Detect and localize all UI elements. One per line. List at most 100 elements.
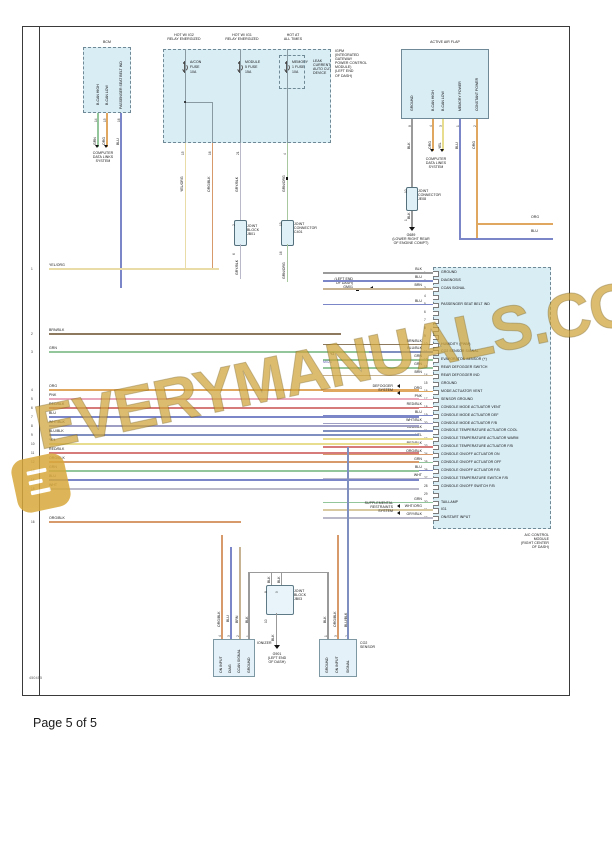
ac-pin-number: 6 (424, 310, 426, 315)
wire-jb03-out (276, 613, 278, 645)
ac-pin-tick (433, 350, 439, 356)
left-bus-wire (49, 268, 219, 270)
wire-label-jb03-blk1: BLK (267, 576, 271, 583)
wire-igpm-yelorg (184, 143, 187, 268)
c401-pin-out: 16 (279, 251, 283, 255)
c401-pin-in: 13 (279, 222, 283, 226)
ac-pin-number: 8 (424, 325, 426, 330)
ac-pin-label: CONSOLE ON/OFF ACTUATOR OFF (441, 460, 502, 464)
ac-pin-wire-color: BLU (415, 275, 422, 280)
ac-pin-wire (323, 414, 433, 416)
wire-label-bcm-org: ORG (102, 137, 106, 145)
ac-pin-wire (323, 280, 433, 282)
ac-pin-tick (433, 318, 439, 324)
ac-pin-label: CONSOLE TEMPERATURE ACTUATOR F/B (441, 444, 513, 449)
ac-pin-label: CONSOLE TEMPERATURE SWITCH F/B (441, 475, 508, 480)
ac-pin-wire-color: GRN (414, 354, 422, 359)
left-bus-wire (49, 398, 419, 400)
arrow-srs-1 (397, 504, 400, 508)
ac-pin-label: MODE ACTUATOR VENT (441, 388, 483, 393)
ac-pin-wire-color: BLU/BLK (407, 425, 422, 430)
page-footer: Page 5 of 5 (33, 716, 97, 730)
left-bus-wire (49, 416, 419, 418)
ac-pin-tick (433, 366, 439, 372)
arrow-defogger-2 (397, 391, 400, 395)
ac-pin-number: 9 (424, 333, 426, 338)
ac-pin-wire (323, 422, 433, 424)
left-bus-wire-label: GRN (49, 345, 57, 350)
frame-left-rule (39, 27, 40, 695)
wire-bcm-org (106, 113, 108, 147)
ac-pin-wire (323, 375, 433, 377)
ac-pin-wire-color: GRY/BLK (406, 512, 422, 517)
igpm-memory-subbox (279, 55, 305, 89)
ac-pin-number: 28 (424, 483, 428, 488)
jb03-pin-c: 10 (264, 619, 268, 623)
arrow-bcm-grn (95, 145, 99, 148)
left-bus-pin-number: 7 (31, 414, 33, 419)
wire-mem-power-h (459, 238, 553, 240)
ac-pin-label: TAILLAMP (441, 499, 459, 504)
ac-pin-label: CO2 SENSOR SIGNAL (441, 349, 479, 354)
ac-pin-wire-color: BRN/BLK (406, 338, 422, 343)
left-bus-pin-number: 15 (31, 486, 35, 491)
arrow-aaf-org (430, 149, 434, 152)
co2-sensor-title: CO2 SENSOR (360, 641, 376, 650)
fuse-module5-name: MODULE (245, 60, 261, 64)
ac-pin-wire-color: BLU (415, 464, 422, 469)
wire-label-right-org: ORG (531, 215, 540, 219)
ac-pin-wire-color: BLU (415, 409, 422, 414)
ac-pin-label: IG1 (441, 507, 447, 512)
left-bus-wire-label: ORG/BLK (49, 515, 65, 520)
wire-aaf-blu (459, 119, 461, 239)
bcm-pin-label-seatbelt: PASSENGER SEAT BELT IND (119, 61, 123, 109)
jb03-pin-a: 8 (264, 591, 268, 593)
wire-aaf-blk (411, 119, 413, 227)
ac-pin-tick (433, 445, 439, 451)
ac-pin-tick (433, 429, 439, 435)
wire-bcm-grn (97, 113, 99, 147)
left-bus-pin-number: 12 (31, 459, 35, 464)
wire-aaf-yel (442, 119, 444, 151)
ac-pin-wire-color: GRN (414, 496, 422, 501)
left-bus-wire-label: BRN/BLK (49, 327, 65, 332)
left-bus-wire (49, 351, 369, 353)
ac-pin-wire-color: RED/BLK (406, 401, 422, 406)
ac-pin-label: CONSOLE MODE ACTUATOR DEF (441, 412, 499, 417)
aaf-pin-label-constant-power: CONSTANT POWER (475, 77, 479, 111)
wire-co2-orgblk (337, 535, 339, 639)
ac-pin-label: CONSOLE TEMPERATURE ACTUATOR WARM (441, 436, 519, 441)
ionizer-pin-label-ccan: CCAN SIGNAL (237, 649, 241, 673)
ac-pin-label: HUMIDITY (PWM) (441, 341, 471, 346)
ac-pin-wire (323, 351, 433, 353)
ac-pin-wire-color: PNK (414, 393, 422, 398)
left-bus-wire (49, 452, 419, 454)
wire-label-right-blu: BLU (531, 229, 538, 233)
left-bus-wire-label: BLU (49, 473, 56, 478)
ac-pin-wire-color: RED/BLK (378, 441, 422, 445)
left-bus-pin-number: 2 (31, 331, 33, 336)
wire-const-power-h (476, 223, 553, 225)
arrow-defogger-1 (397, 384, 400, 388)
ac-pin-wire (323, 454, 433, 456)
wire-aaf-org2 (476, 119, 478, 239)
wire-label-aaf-blk: BLK (407, 142, 411, 149)
splice-dot-igpm (183, 101, 186, 104)
bcm-pin-label-bcan-low: B-CAN LOW (105, 85, 109, 105)
ac-control-module-label: A/C CONTROL MODULE (RIGHT CENTER OF DASH… (520, 533, 549, 550)
left-bus-wire-label: YEL/ORG (49, 262, 65, 267)
ionizer-pin-label-diag: DIAG (228, 664, 232, 673)
aaf-pin-label-bcan-low: B-CAN LOW (441, 91, 445, 111)
left-bus-pin-number: 10 (31, 441, 35, 446)
left-bus-pin-number: 6 (31, 405, 33, 410)
wire-label-aaf-yel: YEL (438, 142, 442, 149)
ac-pin-label: GROUND (441, 270, 457, 275)
jb03-pin-b: 9 (275, 591, 279, 593)
left-bus-pin-number: 3 (31, 349, 33, 354)
wire-igpm-grnorg (286, 143, 289, 220)
ac-pin-tick (433, 358, 439, 364)
ac-pin-tick (433, 279, 439, 285)
ac-pin-number: 4 (424, 294, 426, 299)
fuse-memory1-name: MEMORY (292, 60, 308, 64)
ac-pin-tick (433, 476, 439, 482)
